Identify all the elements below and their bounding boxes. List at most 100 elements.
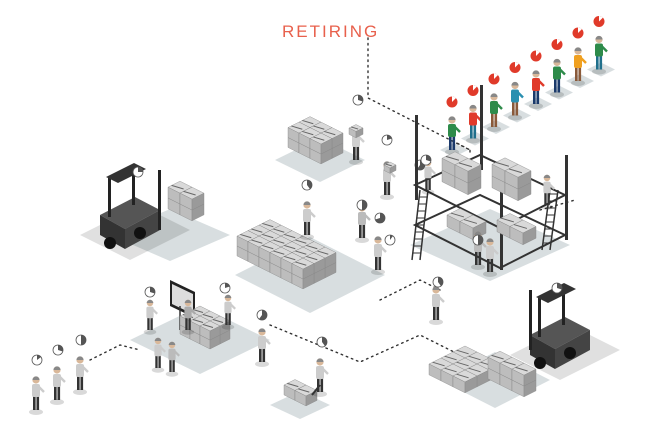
pie-clock-icon [420,154,432,166]
shadow [73,389,87,395]
hair [146,299,154,303]
box-pallet-forklift [167,180,205,222]
retiring-label: RETIRING [282,22,380,41]
torso [352,134,360,147]
leg [36,396,40,410]
shadow [508,114,522,121]
hair [595,35,603,40]
torso [53,374,61,387]
torso [553,66,561,80]
torso [32,384,40,397]
leg [599,55,603,70]
leg [225,312,228,325]
torso [358,212,366,225]
leg [575,67,578,81]
torso [224,301,232,314]
arm [151,308,158,315]
torso [511,89,519,103]
leg [172,359,175,372]
hair [168,341,176,345]
box-tape [444,367,457,373]
rack-boxes-bottom [496,213,537,246]
leg [262,348,266,362]
torso [432,294,440,307]
leg [533,90,536,104]
wheel [534,357,546,369]
hair [486,238,494,242]
box-tape [298,388,310,393]
leg [557,78,561,93]
leg [384,181,387,195]
box-right [209,325,221,341]
leg [452,136,456,150]
box-tape [251,239,263,244]
rack-boxes-top [491,157,532,202]
torso [486,246,494,259]
rack-post [480,85,483,170]
box [179,186,205,211]
cab-post [562,285,565,325]
arm [322,368,329,375]
leg [80,376,84,390]
leg [307,221,311,235]
pie-clock-icon [316,336,328,348]
worker [483,238,499,277]
leg [473,124,477,139]
arm [229,303,236,310]
shadow [550,91,564,98]
box-right [467,164,482,184]
arm [59,376,66,383]
forklift-body-top [530,317,590,349]
box-tape [491,354,504,360]
arm [159,346,166,353]
arm [189,308,196,315]
retiring-worker [529,70,545,109]
worker [50,366,66,405]
arm [438,296,445,303]
torso [490,101,498,114]
leg [317,378,320,392]
pie-clock-icon [31,354,43,366]
pie-clock-icon [219,282,231,294]
hair [511,81,519,86]
box-tape [262,233,274,239]
box-tape [468,355,481,361]
hair [574,47,582,51]
box-tape [306,255,318,261]
pie-clock-icon [52,344,64,356]
pie-slice [358,95,363,102]
arm [173,350,180,357]
leg [356,146,360,160]
leg [596,55,599,70]
box-tape [463,219,478,224]
pie-slice [307,180,313,190]
pie-slice [478,235,483,245]
box-tape [306,244,318,250]
hair [374,236,382,240]
hair [154,337,162,341]
pie-clock-icon [75,334,87,346]
box [383,161,397,174]
leg [320,378,324,392]
box-right [464,375,478,394]
box-tape [295,261,307,266]
dotted-path-mid [379,279,441,301]
box-right [389,164,397,174]
mast [529,290,532,350]
shadow [540,204,554,210]
box-tape [495,161,510,167]
leg [478,251,482,265]
arm [38,386,45,393]
dotted-path-rack [539,199,576,211]
leg [475,251,478,265]
forklift-right [510,283,620,380]
presentation-screen [170,280,195,330]
leg [158,355,161,368]
hair [448,116,456,120]
shadow [255,361,269,367]
box [454,158,482,184]
hair [469,104,477,109]
arm [517,91,524,99]
pie-slice [259,310,267,320]
